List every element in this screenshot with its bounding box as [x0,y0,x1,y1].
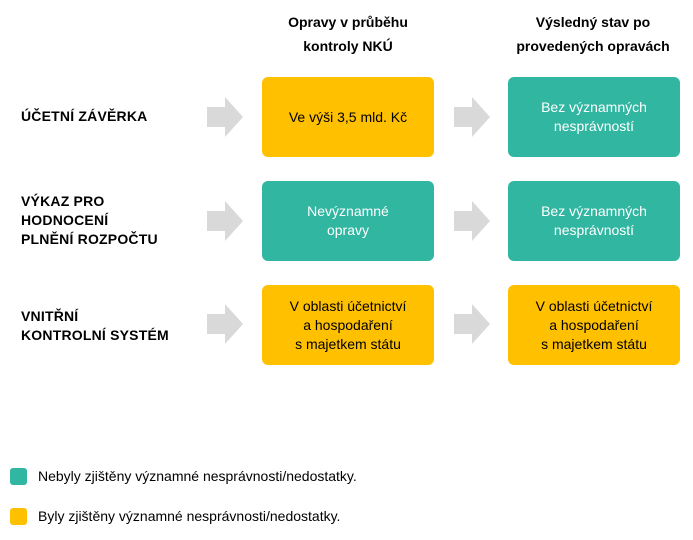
arrow-right-icon [454,201,490,241]
column-header-corrections: Opravy v průběhu kontroly NKÚ [288,14,408,54]
legend-swatch-yellow [10,508,27,525]
arrow-right-icon [454,97,490,137]
legend-text-issues: Byly zjištěny významné nesprávnosti/nedo… [38,508,341,524]
box-corrections-row3: V oblasti účetnictví a hospodaření s maj… [262,285,434,365]
legend-text-no-issues: Nebyly zjištěny významné nesprávnosti/ne… [38,468,357,484]
arrow-right-icon [454,304,490,344]
arrow-right-icon [207,201,243,241]
row-label-vnitrni-kontrolni-system: VNITŘNÍ KONTROLNÍ SYSTÉM [21,308,169,343]
legend-swatch-teal [10,468,27,485]
box-result-row3: V oblasti účetnictví a hospodaření s maj… [508,285,680,365]
box-corrections-row1: Ve výši 3,5 mld. Kč [262,77,434,157]
arrow-right-icon [207,304,243,344]
row-label-vykaz: VÝKAZ PRO HODNOCENÍ PLNĚNÍ ROZPOČTU [21,193,158,247]
box-corrections-row2: Nevýznamné opravy [262,181,434,261]
column-header-result: Výsledný stav po provedených opravách [516,14,670,54]
row-label-ucetni-zaverka: ÚČETNÍ ZÁVĚRKA [21,108,148,124]
box-result-row2: Bez významných nesprávností [508,181,680,261]
box-result-row1: Bez významných nesprávností [508,77,680,157]
arrow-right-icon [207,97,243,137]
